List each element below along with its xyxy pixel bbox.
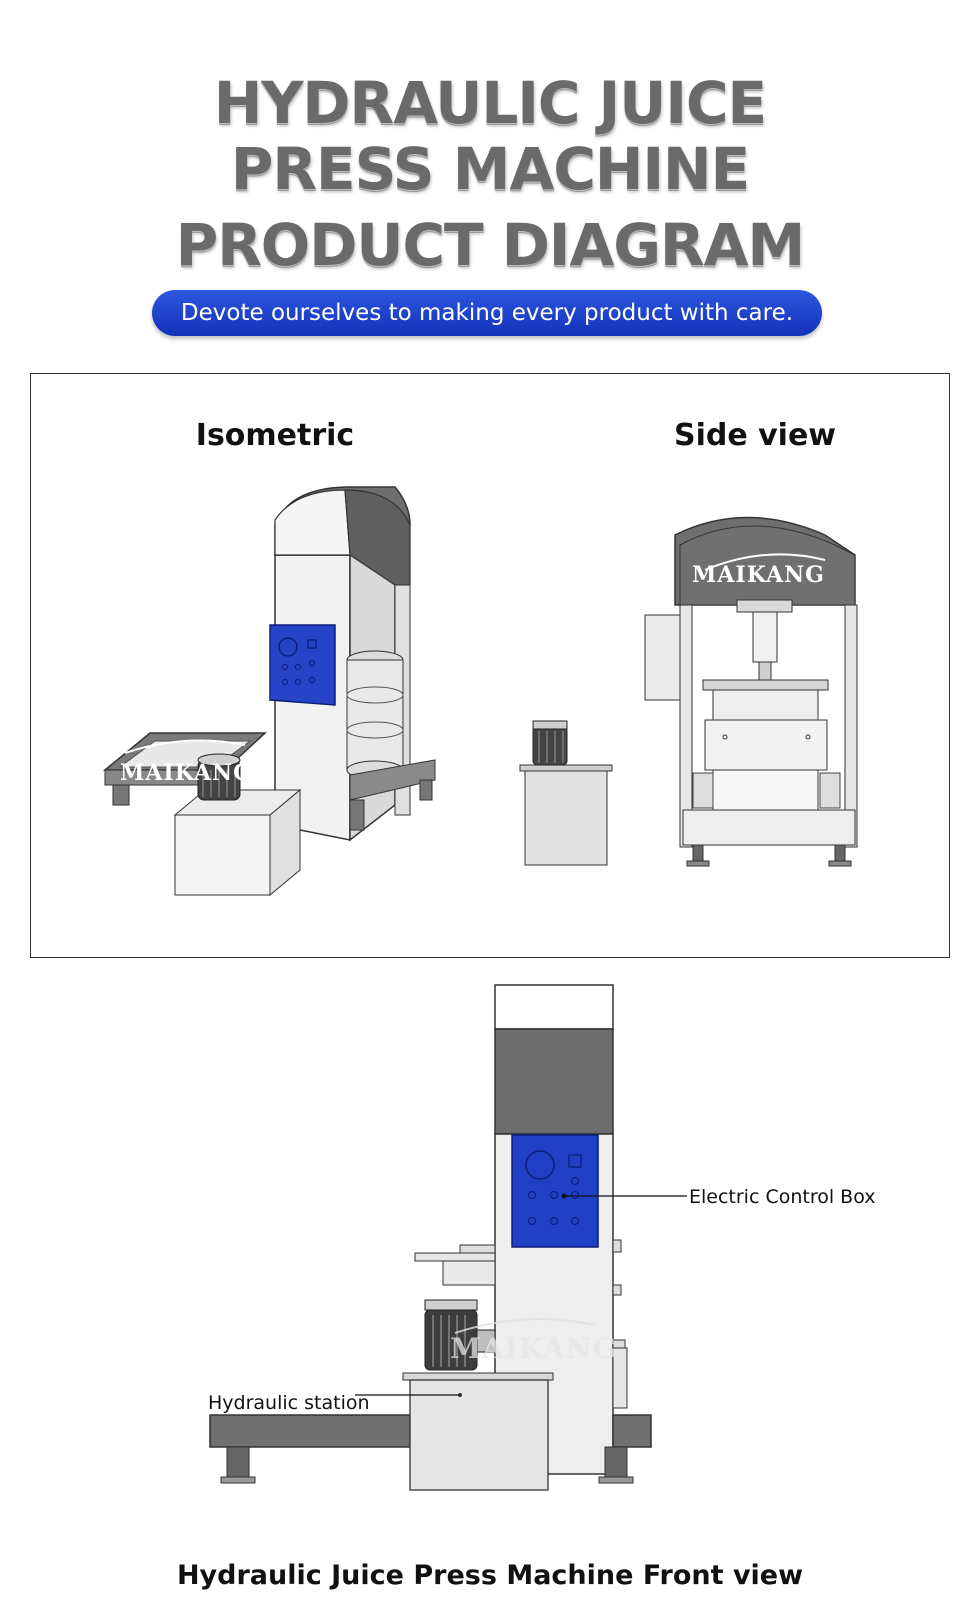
- front-view-caption: Hydraulic Juice Press Machine Front view: [176, 1560, 804, 1591]
- title-line-1: HYDRAULIC JUICE: [213, 69, 767, 137]
- title-line-3: PRODUCT DIAGRAM: [175, 211, 806, 279]
- front-view-watermark: MAIKANG: [450, 1332, 617, 1365]
- tagline-banner: Devote ourselves to making every product…: [152, 290, 822, 336]
- isometric-label: Isometric: [195, 418, 355, 453]
- side-view-label: Side view: [673, 418, 837, 453]
- isometric-drawing: MAIKANG: [102, 486, 436, 897]
- isometric-watermark: MAIKANG: [120, 760, 253, 786]
- views-panel: [30, 373, 950, 958]
- electric-control-box-label: Electric Control Box: [689, 1186, 876, 1208]
- side-view-drawing: MAIKANG: [519, 516, 858, 867]
- front-view-drawing: MAIKANG: [209, 984, 687, 1491]
- side-view-watermark: MAIKANG: [692, 562, 825, 588]
- hydraulic-station-label: Hydraulic station: [208, 1392, 370, 1414]
- title-line-2: PRESS MACHINE: [230, 135, 750, 203]
